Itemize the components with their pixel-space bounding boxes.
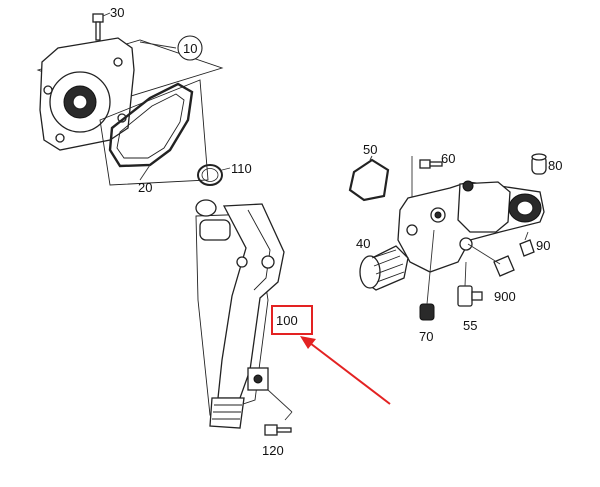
housing-bolt-boss xyxy=(406,224,418,236)
pipe-body xyxy=(217,203,285,399)
housing-outlet-bore xyxy=(516,200,534,216)
callout-50: 50 xyxy=(363,142,377,157)
callout-110: 110 xyxy=(231,161,252,176)
gasket-group-frame xyxy=(99,79,209,186)
housing-top-plug xyxy=(462,180,474,192)
housing-sensor-core xyxy=(434,211,442,219)
callout-80: 80 xyxy=(548,158,562,173)
plug-70[interactable] xyxy=(419,229,435,321)
bolt-shank xyxy=(95,21,101,41)
sender-tip xyxy=(471,291,483,301)
callout-40: 40 xyxy=(356,236,370,251)
gasket-inner xyxy=(116,93,185,159)
highlight-box-100 xyxy=(271,305,313,335)
housing-upper-block xyxy=(457,181,511,233)
bolt-head xyxy=(264,424,278,436)
pipe-inlet-stub xyxy=(199,219,231,241)
callout-100: 100 xyxy=(276,313,298,328)
callout-70: 70 xyxy=(419,329,433,344)
temp-sender-55[interactable] xyxy=(457,261,483,307)
thermostat-housing[interactable] xyxy=(397,180,545,273)
gasket-outer xyxy=(108,82,194,168)
clip-90[interactable] xyxy=(519,231,535,257)
bolt-head xyxy=(419,159,431,169)
callout-90: 90 xyxy=(536,238,550,253)
callout-10-badge: 10 xyxy=(177,35,203,61)
housing-fitting xyxy=(459,237,473,251)
bolt-shank xyxy=(276,427,292,433)
callout-30: 30 xyxy=(110,5,124,20)
cap-top xyxy=(531,153,547,161)
gasket-50[interactable] xyxy=(348,155,390,202)
highlight-arrow-shaft xyxy=(305,339,391,405)
thermostat-spring-end xyxy=(359,255,381,289)
pipe-oring-seat xyxy=(195,199,217,217)
sensor-900[interactable] xyxy=(467,243,515,277)
callout-900: 900 xyxy=(494,289,516,304)
gasket-20[interactable] xyxy=(99,79,209,186)
sender-body xyxy=(457,285,473,307)
bolt-30[interactable] xyxy=(92,12,111,41)
pipe-outlet xyxy=(209,397,245,429)
bolt-60[interactable] xyxy=(411,156,443,200)
thermostat-40[interactable] xyxy=(359,245,409,291)
clip-body xyxy=(519,239,535,257)
callout-60: 60 xyxy=(441,151,455,166)
callout-20: 20 xyxy=(138,180,152,195)
pump-bolt-hole xyxy=(55,133,65,143)
o-ring-110[interactable] xyxy=(197,164,231,186)
pipe-bracket-hole xyxy=(261,255,275,269)
bolt-shank xyxy=(429,161,443,167)
callout-55: 55 xyxy=(463,318,477,333)
sensor-body xyxy=(493,255,515,277)
plug-body xyxy=(419,303,435,321)
callout-10: 10 xyxy=(183,41,197,56)
pump-bolt-hole xyxy=(113,57,123,67)
coolant-pipe-100[interactable] xyxy=(195,199,293,429)
cap-80[interactable] xyxy=(531,153,547,175)
pipe-clip xyxy=(236,256,248,268)
highlight-arrow-head xyxy=(300,336,316,349)
callout-120: 120 xyxy=(262,443,284,458)
pump-bolt-hole xyxy=(43,85,53,95)
bolt-120[interactable] xyxy=(264,424,292,436)
pipe-mount-bolt xyxy=(253,374,263,384)
pump-shaft xyxy=(72,94,88,110)
bolt-head xyxy=(92,13,104,23)
water-pump-assembly[interactable] xyxy=(36,37,224,151)
